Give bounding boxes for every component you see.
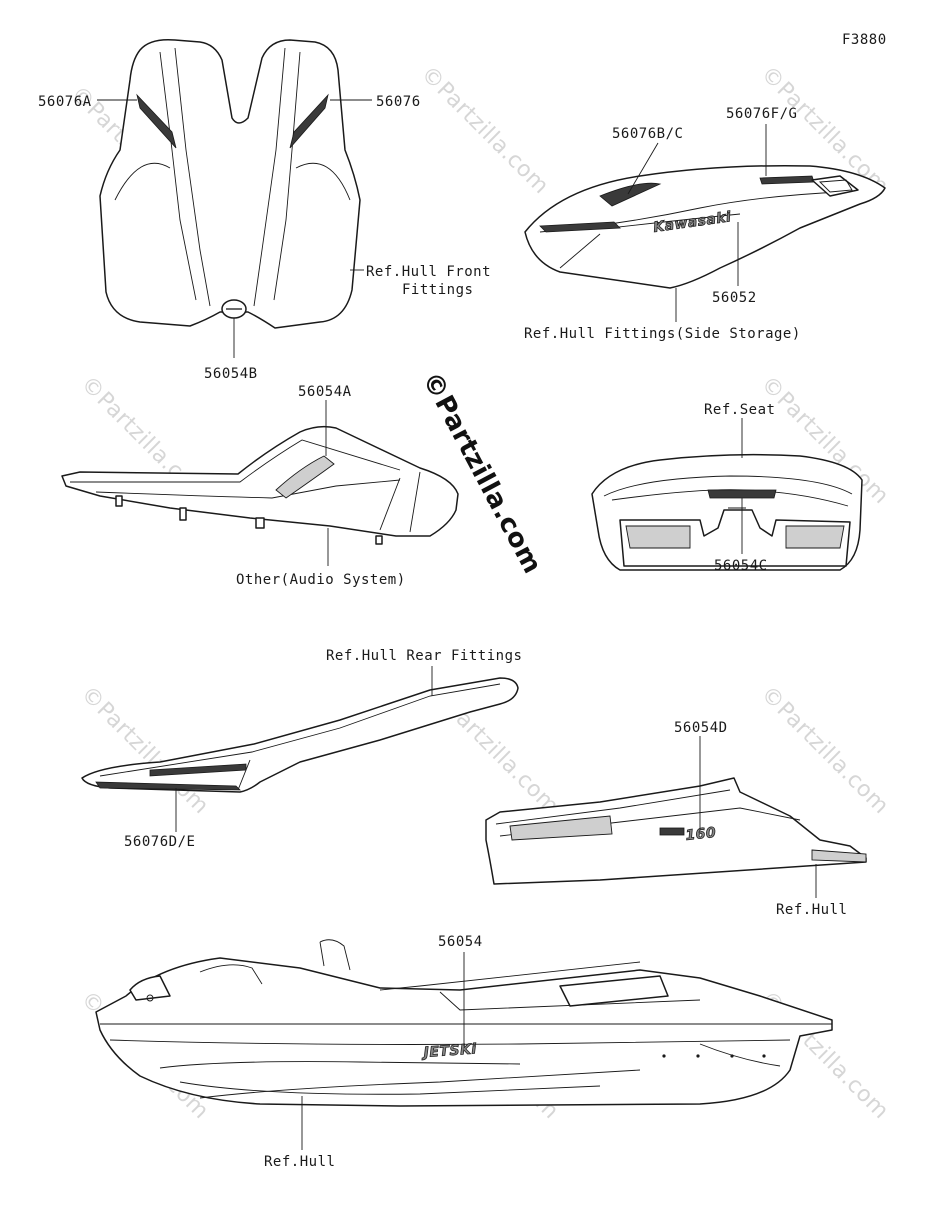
model-decal: 160 — [685, 825, 717, 844]
rear-fitting-illustration — [81, 677, 519, 793]
label-ref-seat: Ref.Seat — [704, 402, 775, 418]
label-56076bc: 56076B/C — [612, 126, 683, 142]
leaders-rear-fitting — [175, 666, 433, 832]
label-ref-hull-front-2: Fittings — [402, 282, 473, 298]
label-56076: 56076 — [376, 94, 421, 110]
seat-illustration — [591, 453, 863, 571]
label-56054c: 56054C — [714, 558, 768, 574]
rear-hull-illustration: 160 — [485, 777, 867, 885]
label-other-audio: Other(Audio System) — [236, 572, 406, 588]
label-ref-hull-front-1: Ref.Hull Front — [366, 264, 491, 280]
label-56054b: 56054B — [204, 366, 258, 382]
label-56076de: 56076D/E — [124, 834, 195, 850]
leaders-audio — [325, 400, 329, 566]
watermark-main: ©Partzilla.com — [416, 367, 548, 579]
label-56076a: 56076A — [38, 94, 92, 110]
audio-lid-illustration — [61, 425, 459, 545]
label-ref-hull-2: Ref.Hull — [264, 1154, 335, 1170]
jetski-decal: JETSKi — [420, 1041, 477, 1061]
front-cover-illustration — [99, 38, 361, 329]
label-56054a: 56054A — [298, 384, 352, 400]
label-ref-side-storage: Ref.Hull Fittings(Side Storage) — [524, 326, 801, 342]
leaders-rear-hull — [699, 736, 817, 898]
label-56052: 56052 — [712, 290, 757, 306]
watermark: ©Partzilla.com — [756, 682, 894, 820]
label-ref-hull-rear: Ref.Hull Rear Fittings — [326, 648, 522, 664]
label-ref-hull-1: Ref.Hull — [776, 902, 847, 918]
leaders-side-storage — [627, 124, 767, 322]
label-56054d: 56054D — [674, 720, 728, 736]
label-56076fg: 56076F/G — [726, 106, 797, 122]
leaders-watercraft — [301, 952, 465, 1150]
leaders-front-cover — [97, 99, 372, 358]
figure-id: F3880 — [842, 32, 887, 48]
watermark: ©Partzilla.com — [416, 62, 554, 200]
side-storage-illustration: Kawasaki — [524, 164, 886, 289]
watermark: ©Partzilla.com — [76, 682, 214, 820]
label-56054: 56054 — [438, 934, 483, 950]
